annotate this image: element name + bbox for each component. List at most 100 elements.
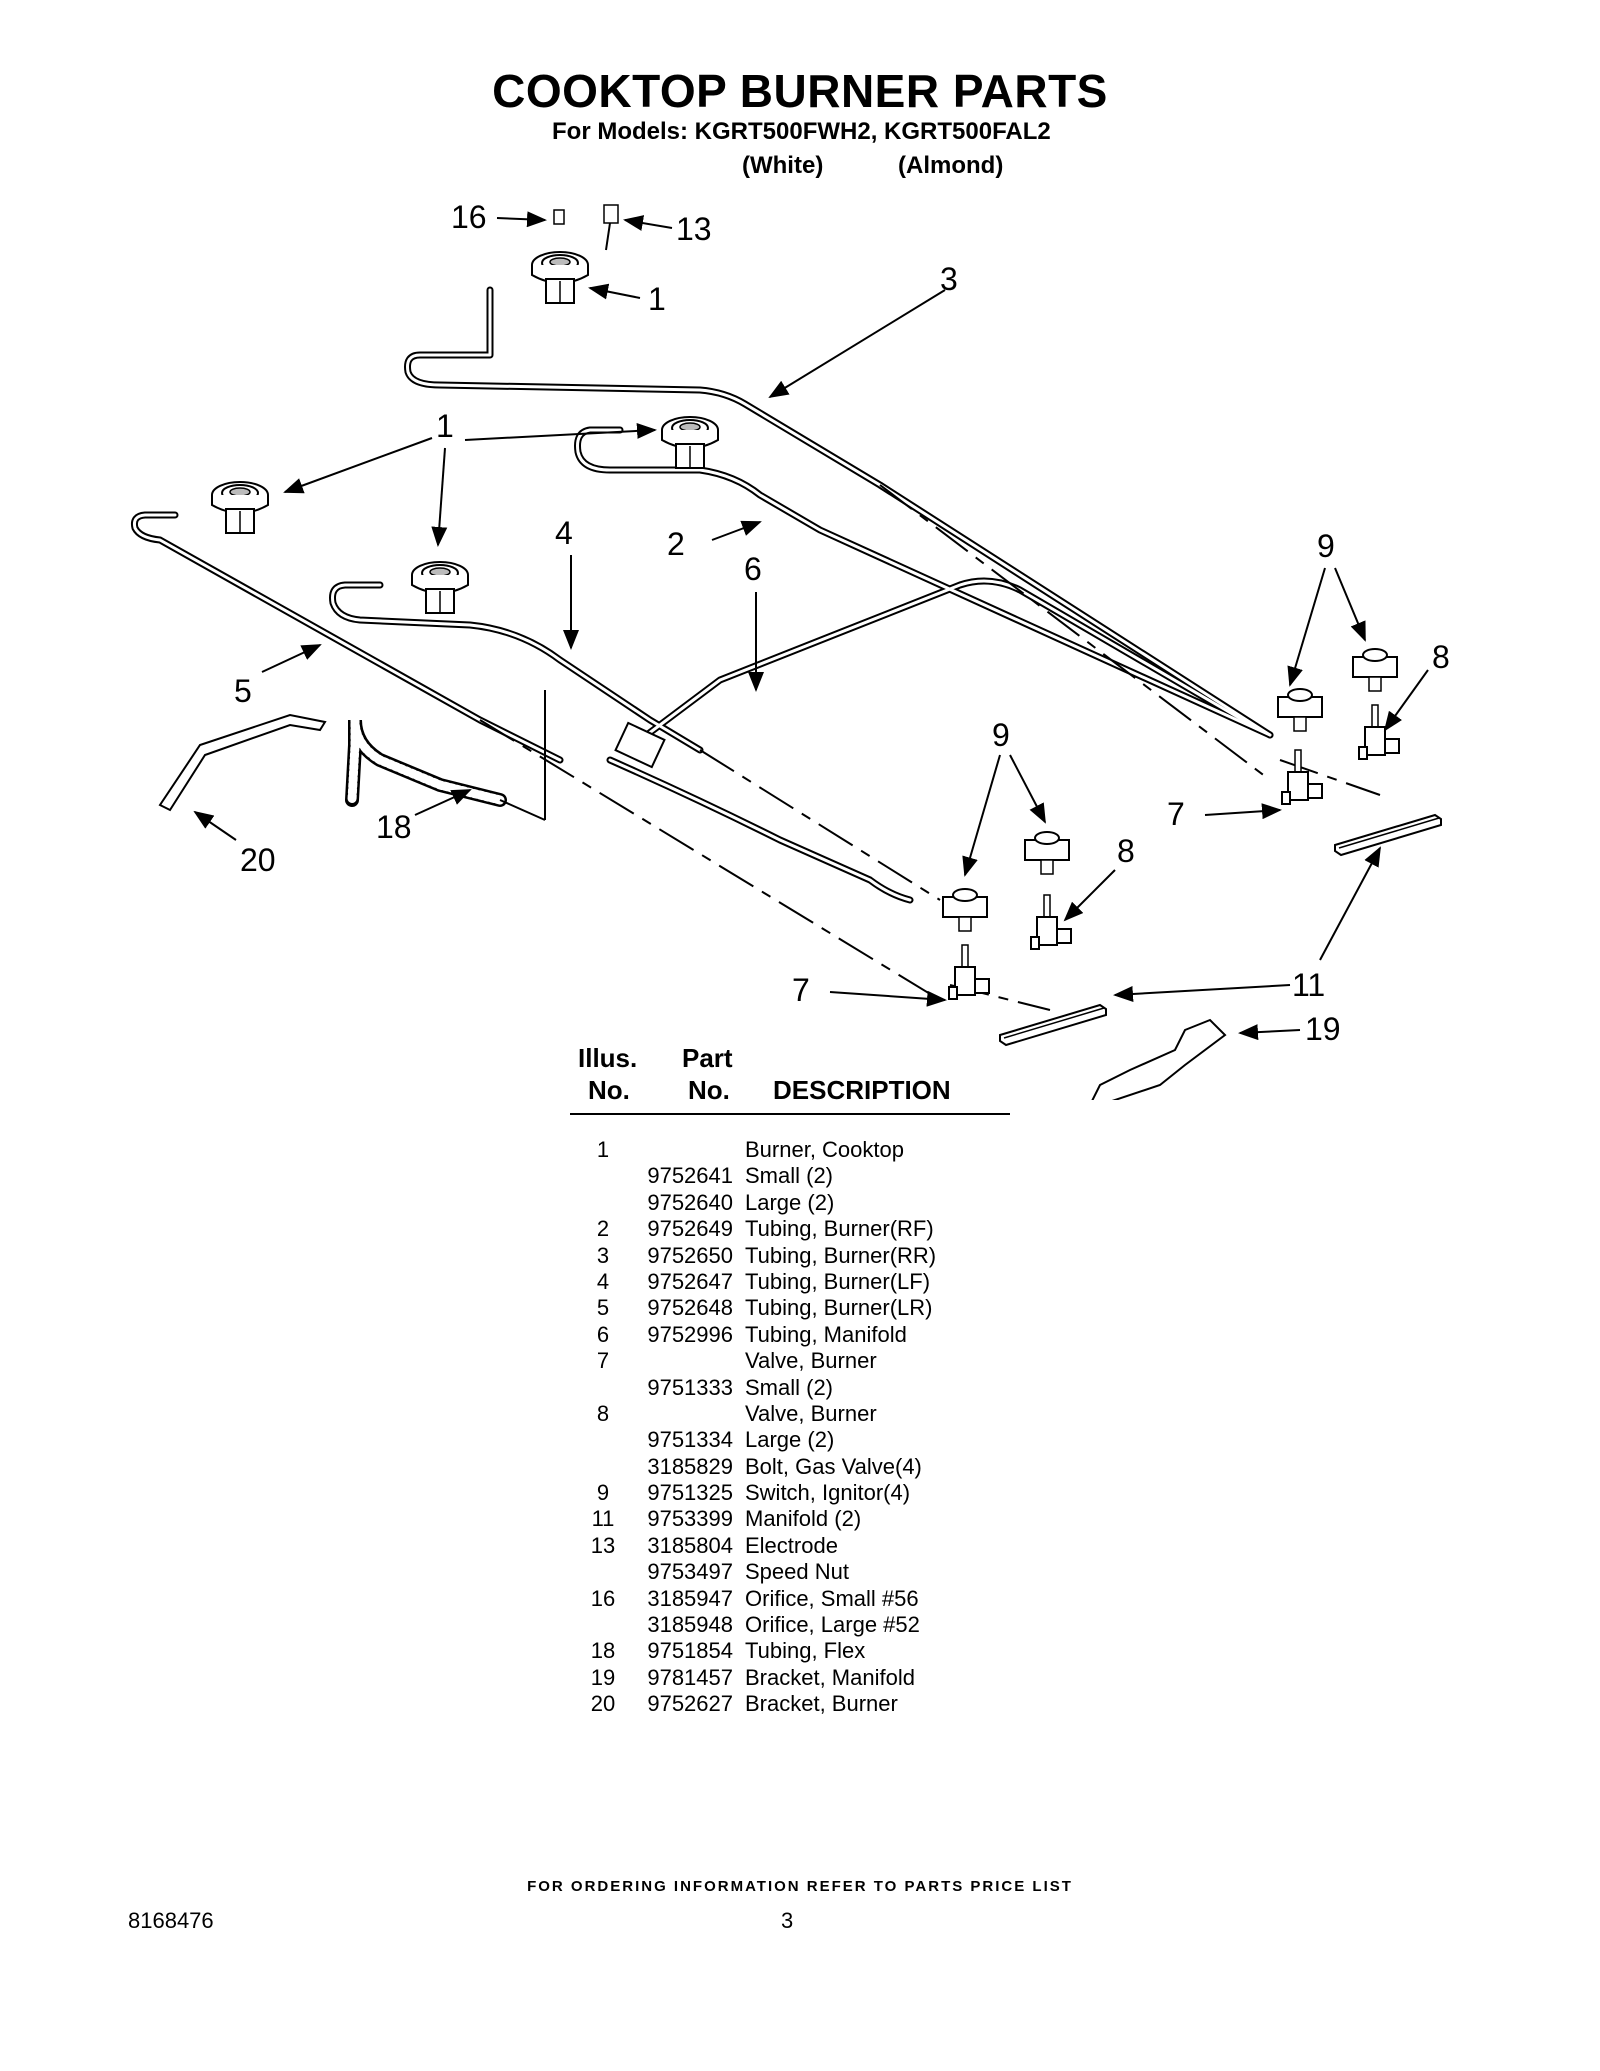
part-number: 9752650	[647, 1242, 733, 1268]
description: Bolt, Gas Valve(4)	[745, 1453, 922, 1479]
table-row: 9752641 Small (2)	[570, 1163, 1010, 1189]
part-number: 9752996	[647, 1321, 733, 1347]
part-number: 3185948	[647, 1612, 733, 1638]
description: Tubing, Manifold	[745, 1321, 907, 1347]
ordering-note: FOR ORDERING INFORMATION REFER TO PARTS …	[527, 1878, 1073, 1895]
part-number: 9752640	[647, 1189, 733, 1215]
description: Burner, Cooktop	[745, 1137, 904, 1162]
callout-1-mid: 1	[436, 408, 454, 444]
description: Valve, Burner	[745, 1348, 877, 1374]
document-number: 8168476	[128, 1908, 214, 1933]
part-number: 3185829	[647, 1453, 733, 1479]
table-row: 4 9752647 Tubing, Burner(LF)	[570, 1269, 1010, 1295]
callout-9-left: 9	[992, 717, 1010, 753]
callout-13: 13	[676, 211, 712, 247]
callout-2: 2	[667, 526, 685, 562]
part-number: 9752648	[647, 1295, 733, 1321]
table-row: 5 9752648 Tubing, Burner(LR)	[570, 1295, 1010, 1321]
illus-number: 3	[596, 1242, 610, 1268]
description: Tubing, Flex	[745, 1638, 866, 1664]
callout-4: 4	[555, 515, 573, 551]
callout-6: 6	[744, 551, 762, 587]
table-row: 18 9751854 Tubing, Flex	[570, 1638, 1010, 1664]
part-number: 9752649	[647, 1216, 733, 1242]
description: Tubing, Burner(LF)	[745, 1268, 931, 1294]
description: Electrode	[745, 1532, 838, 1558]
part-number: 9752627	[647, 1691, 733, 1717]
callout-20: 20	[240, 842, 276, 878]
part-number: 9781457	[647, 1664, 733, 1690]
illus-number: 19	[590, 1664, 616, 1690]
description: Orifice, Small #56	[745, 1585, 919, 1611]
part-number: 9752641	[647, 1163, 733, 1189]
description: Small (2)	[745, 1163, 834, 1189]
part-number: 3185804	[647, 1532, 733, 1558]
callout-5: 5	[234, 673, 252, 709]
illus-number: 5	[596, 1295, 610, 1321]
illus-number: 4	[596, 1268, 610, 1294]
table-row: 19 9781457 Bracket, Manifold	[570, 1665, 1010, 1691]
illus-number: 16	[590, 1585, 616, 1611]
models-line: For Models: KGRT500FWH2, KGRT500FAL2	[552, 118, 1051, 145]
table-row: 7 Valve, Burner	[570, 1348, 1010, 1374]
part-number: 9751854	[647, 1638, 733, 1664]
illus-number: 20	[590, 1691, 616, 1717]
color-white: (White)	[742, 152, 824, 179]
description: Tubing, Burner(LR)	[745, 1295, 933, 1321]
description: Large (2)	[745, 1427, 835, 1453]
part-number: 9753399	[647, 1506, 733, 1532]
illus-number: 9	[596, 1480, 610, 1506]
description: Tubing, Burner(RR)	[745, 1242, 937, 1268]
parts-table-header: Illus. No. Part No. DESCRIPTION	[570, 1035, 1010, 1113]
description: Bracket, Manifold	[745, 1664, 915, 1690]
description: Speed Nut	[745, 1559, 849, 1585]
illus-number: 7	[596, 1348, 610, 1374]
table-row: 6 9752996 Tubing, Manifold	[570, 1322, 1010, 1348]
part-number: 9753497	[647, 1559, 733, 1585]
callout-9-right: 9	[1317, 528, 1335, 564]
illus-number: 18	[590, 1638, 616, 1664]
table-row: 2 9752649 Tubing, Burner(RF)	[570, 1216, 1010, 1242]
header-illus-top: Illus.	[578, 1043, 638, 1073]
color-almond: (Almond)	[898, 152, 1004, 179]
callout-11: 11	[1292, 967, 1325, 1003]
description: Small (2)	[745, 1374, 834, 1400]
illus-number: 11	[591, 1506, 615, 1532]
illus-number: 6	[596, 1321, 610, 1347]
table-row: 13 3185804 Electrode	[570, 1533, 1010, 1559]
table-row: 9751334 Large (2)	[570, 1427, 1010, 1453]
page-number: 3	[781, 1908, 794, 1933]
illus-number: 2	[596, 1216, 610, 1242]
table-row: 11 9753399 Manifold (2)	[570, 1506, 1010, 1532]
part-number: 9751325	[647, 1480, 733, 1506]
exploded-parts-diagram: 16 13 1 3 1 4 2 6 9 8 5 18 20 9 8 7 7 11…	[131, 199, 1450, 1100]
table-row: 20 9752627 Bracket, Burner	[570, 1691, 1010, 1717]
description: Bracket, Burner	[745, 1691, 898, 1717]
table-row: 9751333 Small (2)	[570, 1375, 1010, 1401]
callout-7-right: 7	[1167, 796, 1185, 832]
part-number: 9751334	[647, 1427, 733, 1453]
table-row: 3 9752650 Tubing, Burner(RR)	[570, 1243, 1010, 1269]
header-part-bottom: No.	[688, 1075, 730, 1105]
part-number: 9752647	[647, 1268, 733, 1294]
header-part-top: Part	[682, 1043, 733, 1073]
header-description: DESCRIPTION	[773, 1075, 951, 1105]
description: Tubing, Burner(RF)	[745, 1216, 934, 1242]
illus-number: 13	[590, 1532, 616, 1558]
table-row: 9753497 Speed Nut	[570, 1559, 1010, 1585]
page-title: COOKTOP BURNER PARTS	[492, 65, 1108, 117]
description: Manifold (2)	[745, 1506, 862, 1532]
header-illus-bottom: No.	[588, 1075, 630, 1105]
callout-8-right: 8	[1432, 639, 1450, 675]
illus-number: 8	[596, 1400, 610, 1426]
part-number: 9751333	[647, 1374, 733, 1400]
callout-8-left: 8	[1117, 833, 1135, 869]
